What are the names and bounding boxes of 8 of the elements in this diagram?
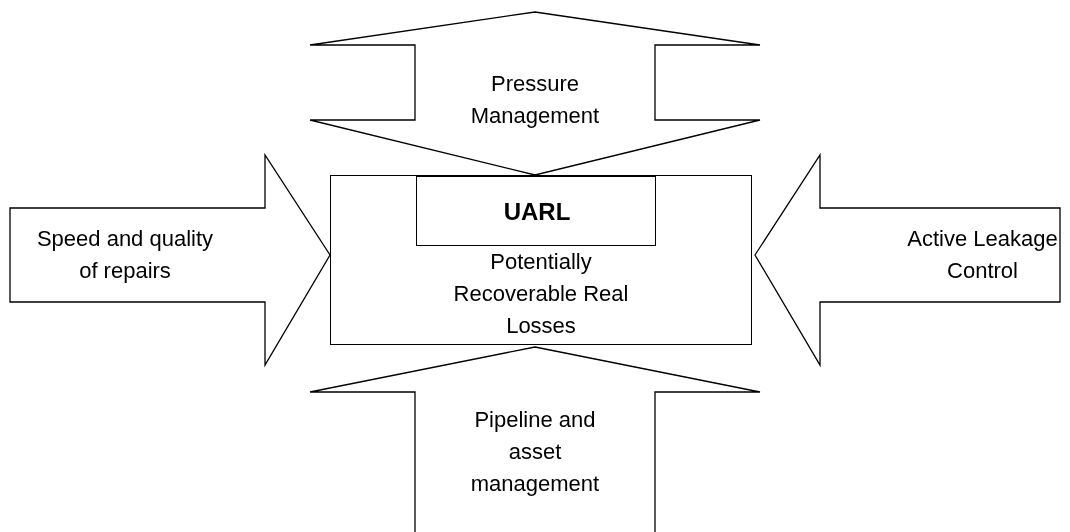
arrow-label: Pipeline and asset management (469, 406, 601, 498)
arrow-label: Pressure Management (470, 70, 600, 130)
arrow-label: Speed and quality of repairs (35, 225, 215, 285)
heading-text: UARL (503, 197, 571, 227)
arrow-label: Active Leakage Control (906, 225, 1059, 285)
heading-box (416, 176, 656, 246)
box-label: Potentially Recoverable Real Losses (452, 247, 630, 340)
process-box (330, 175, 752, 345)
